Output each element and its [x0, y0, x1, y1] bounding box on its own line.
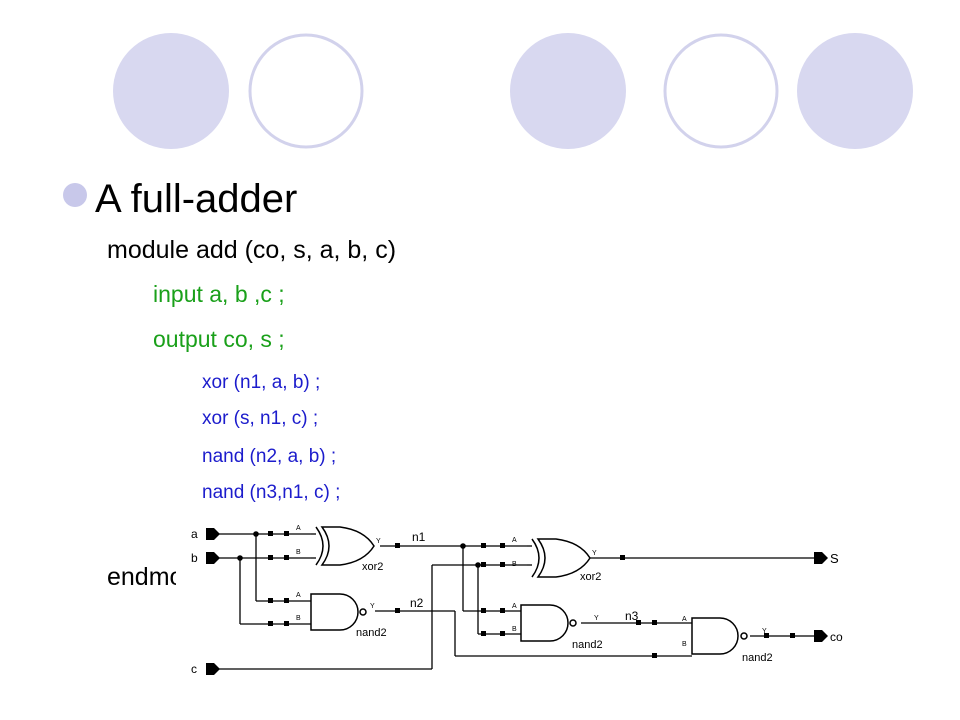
full-adder-schematic: a b c S co n1 n2 n3 A B Y xor2 A B Y xor… — [176, 504, 866, 704]
xor1-type-label: xor2 — [362, 561, 383, 573]
net-n3-label: n3 — [625, 609, 639, 623]
code-xor2-line: xor (s, n1, c) ; — [202, 408, 319, 429]
net-n2-label: n2 — [410, 596, 424, 610]
nand3-type-label: nand2 — [742, 652, 773, 664]
code-output-line: output co, s ; — [153, 326, 285, 352]
xor2-pin-y: Y — [592, 550, 597, 557]
nand2-pin-a: A — [512, 603, 517, 610]
decorative-circles — [113, 33, 913, 149]
nand1-pin-y: Y — [370, 603, 375, 610]
slide-title: A full-adder — [95, 177, 298, 221]
code-module-line: module add (co, s, a, b, c) — [107, 236, 397, 264]
nand2-type-label: nand2 — [572, 639, 603, 651]
code-nand2-line: nand (n3,n1, c) ; — [202, 482, 341, 503]
code-xor1-line: xor (n1, a, b) ; — [202, 372, 321, 393]
nand3-pin-b: B — [682, 641, 687, 648]
net-n1-label: n1 — [412, 530, 426, 544]
code-input-line: input a, b ,c ; — [153, 281, 285, 307]
nand1-type-label: nand2 — [356, 627, 387, 639]
xor1-pin-b: B — [296, 549, 301, 556]
output-co-label: co — [830, 630, 843, 644]
input-b-label: b — [191, 551, 198, 565]
xor1-pin-a: A — [296, 525, 301, 532]
input-c-label: c — [191, 662, 197, 676]
input-a-label: a — [191, 527, 198, 541]
nand3-pin-a: A — [682, 616, 687, 623]
xor1-pin-y: Y — [376, 538, 381, 545]
code-nand1-line: nand (n2, a, b) ; — [202, 446, 337, 467]
nand1-pin-b: B — [296, 615, 301, 622]
nand3-pin-y: Y — [762, 628, 767, 635]
output-s-label: S — [830, 551, 839, 566]
nand2-pin-y: Y — [594, 615, 599, 622]
xor2-pin-a: A — [512, 537, 517, 544]
xor2-pin-b: B — [512, 561, 517, 568]
xor2-type-label: xor2 — [580, 571, 601, 583]
bullet-icon — [63, 183, 87, 207]
nand2-pin-b: B — [512, 626, 517, 633]
nand1-pin-a: A — [296, 592, 301, 599]
